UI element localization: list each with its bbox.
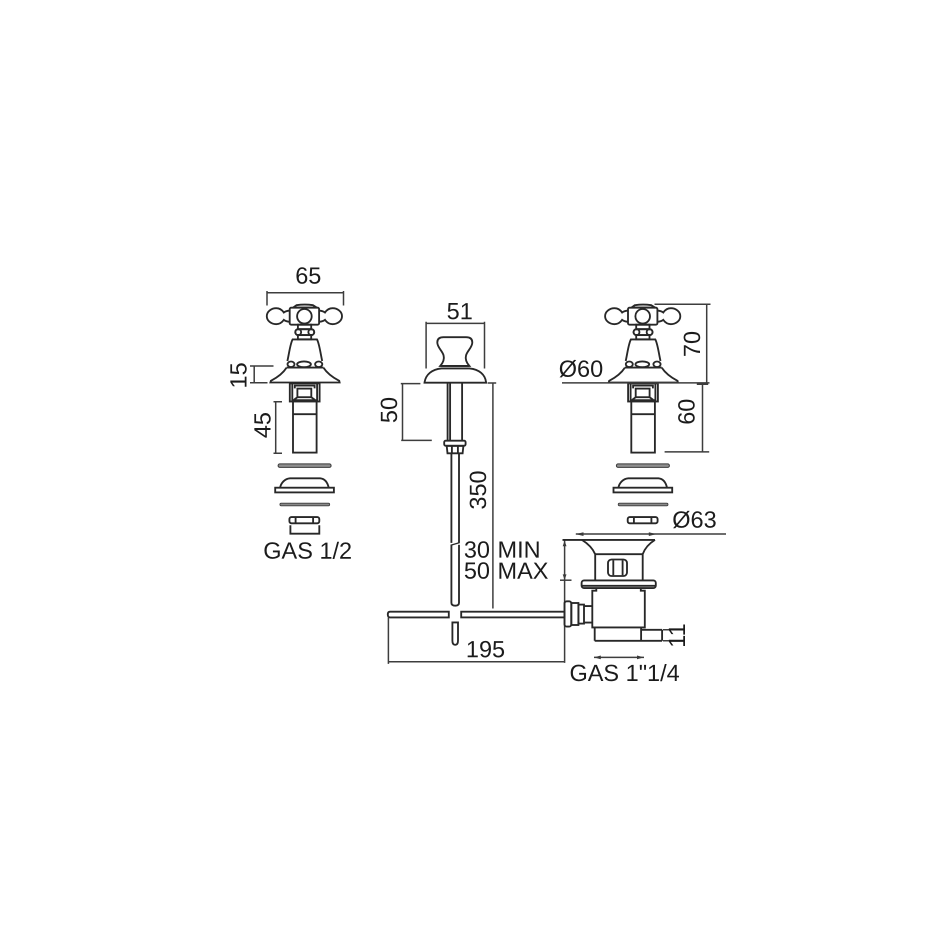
svg-text:MAX: MAX bbox=[497, 558, 548, 584]
svg-text:45: 45 bbox=[250, 412, 276, 438]
svg-text:350: 350 bbox=[465, 470, 491, 509]
svg-text:50: 50 bbox=[376, 397, 402, 423]
svg-text:11: 11 bbox=[664, 623, 690, 647]
svg-text:MIN: MIN bbox=[497, 537, 540, 563]
svg-text:50: 50 bbox=[464, 558, 490, 584]
svg-text:51: 51 bbox=[447, 298, 473, 324]
svg-text:60: 60 bbox=[673, 399, 699, 425]
svg-text:15: 15 bbox=[225, 362, 251, 388]
svg-text:Ø63: Ø63 bbox=[672, 507, 716, 533]
svg-text:70: 70 bbox=[679, 331, 705, 357]
svg-text:195: 195 bbox=[466, 636, 505, 662]
svg-text:30: 30 bbox=[464, 537, 490, 563]
svg-text:Ø60: Ø60 bbox=[559, 356, 603, 382]
svg-text:GAS 1"1/4: GAS 1"1/4 bbox=[569, 660, 679, 686]
svg-text:GAS 1/2: GAS 1/2 bbox=[263, 538, 352, 564]
svg-text:65: 65 bbox=[295, 263, 321, 289]
